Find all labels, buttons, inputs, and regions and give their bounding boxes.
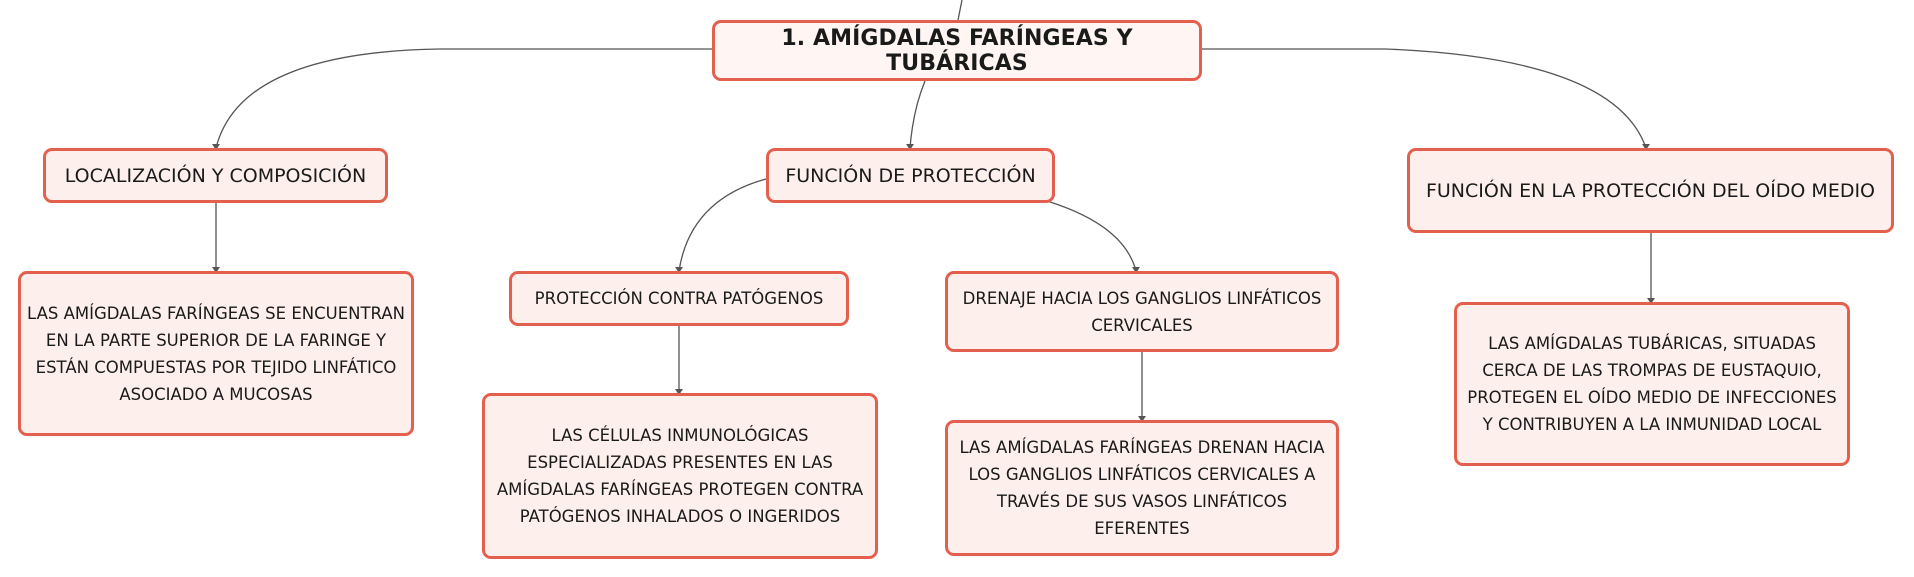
detail-localizacion-text: LAS AMÍGDALAS FARÍNGEAS SE ENCUENTRAN EN… [27, 303, 405, 404]
connector-funcion-to-drenaje [1046, 200, 1137, 272]
connector-root-to-localizacion [215, 48, 712, 149]
arrowhead-patogenos [675, 267, 683, 273]
connector-funcion-to-patogenos [678, 178, 767, 272]
node-drenaje-ganglios-label: DRENAJE HACIA LOS GANGLIOS LINFÁTICOS CE… [962, 288, 1322, 335]
arrowhead-localizacion-detail [212, 267, 220, 273]
node-oido-medio-label: FUNCIÓN EN LA PROTECCIÓN DEL OÍDO MEDIO [1425, 179, 1876, 202]
node-funcion-proteccion[interactable]: FUNCIÓN DE PROTECCIÓN [766, 148, 1055, 203]
detail-oido-medio[interactable]: LAS AMÍGDALAS TUBÁRICAS, SITUADAS CERCA … [1454, 302, 1850, 466]
detail-drenaje-ganglios[interactable]: LAS AMÍGDALAS FARÍNGEAS DRENAN HACIA LOS… [945, 420, 1339, 556]
node-proteccion-patogenos[interactable]: PROTECCIÓN CONTRA PATÓGENOS [509, 271, 849, 326]
node-funcion-proteccion-label: FUNCIÓN DE PROTECCIÓN [785, 164, 1036, 187]
node-localizacion[interactable]: LOCALIZACIÓN Y COMPOSICIÓN [43, 148, 388, 203]
arrowhead-oido [1642, 144, 1650, 150]
connector-root-to-funcion [909, 80, 926, 149]
arrowhead-drenaje [1132, 267, 1140, 273]
node-oido-medio[interactable]: FUNCIÓN EN LA PROTECCIÓN DEL OÍDO MEDIO [1407, 148, 1894, 233]
detail-drenaje-ganglios-text: LAS AMÍGDALAS FARÍNGEAS DRENAN HACIA LOS… [959, 438, 1325, 538]
node-localizacion-label: LOCALIZACIÓN Y COMPOSICIÓN [64, 164, 367, 187]
node-drenaje-ganglios[interactable]: DRENAJE HACIA LOS GANGLIOS LINFÁTICOS CE… [945, 271, 1339, 352]
root-node[interactable]: 1. AMÍGDALAS FARÍNGEAS Y TUBÁRICAS [712, 20, 1202, 81]
detail-proteccion-patogenos[interactable]: LAS CÉLULAS INMUNOLÓGICAS ESPECIALIZADAS… [482, 393, 878, 559]
arrowhead-funcion [906, 144, 914, 150]
arrowhead-localizacion [212, 144, 220, 150]
detail-localizacion[interactable]: LAS AMÍGDALAS FARÍNGEAS SE ENCUENTRAN EN… [18, 271, 414, 436]
arrowhead-patogenos-detail [675, 389, 683, 395]
detail-proteccion-patogenos-text: LAS CÉLULAS INMUNOLÓGICAS ESPECIALIZADAS… [496, 426, 864, 526]
node-proteccion-patogenos-label: PROTECCIÓN CONTRA PATÓGENOS [534, 289, 824, 308]
root-node-label: 1. AMÍGDALAS FARÍNGEAS Y TUBÁRICAS [781, 25, 1133, 76]
connector-offscreen-parent [957, 0, 963, 21]
detail-oido-medio-text: LAS AMÍGDALAS TUBÁRICAS, SITUADAS CERCA … [1467, 334, 1837, 434]
connector-root-to-oido [1202, 48, 1647, 149]
arrowhead-oido-detail [1647, 298, 1655, 304]
arrowhead-drenaje-detail [1138, 416, 1146, 422]
